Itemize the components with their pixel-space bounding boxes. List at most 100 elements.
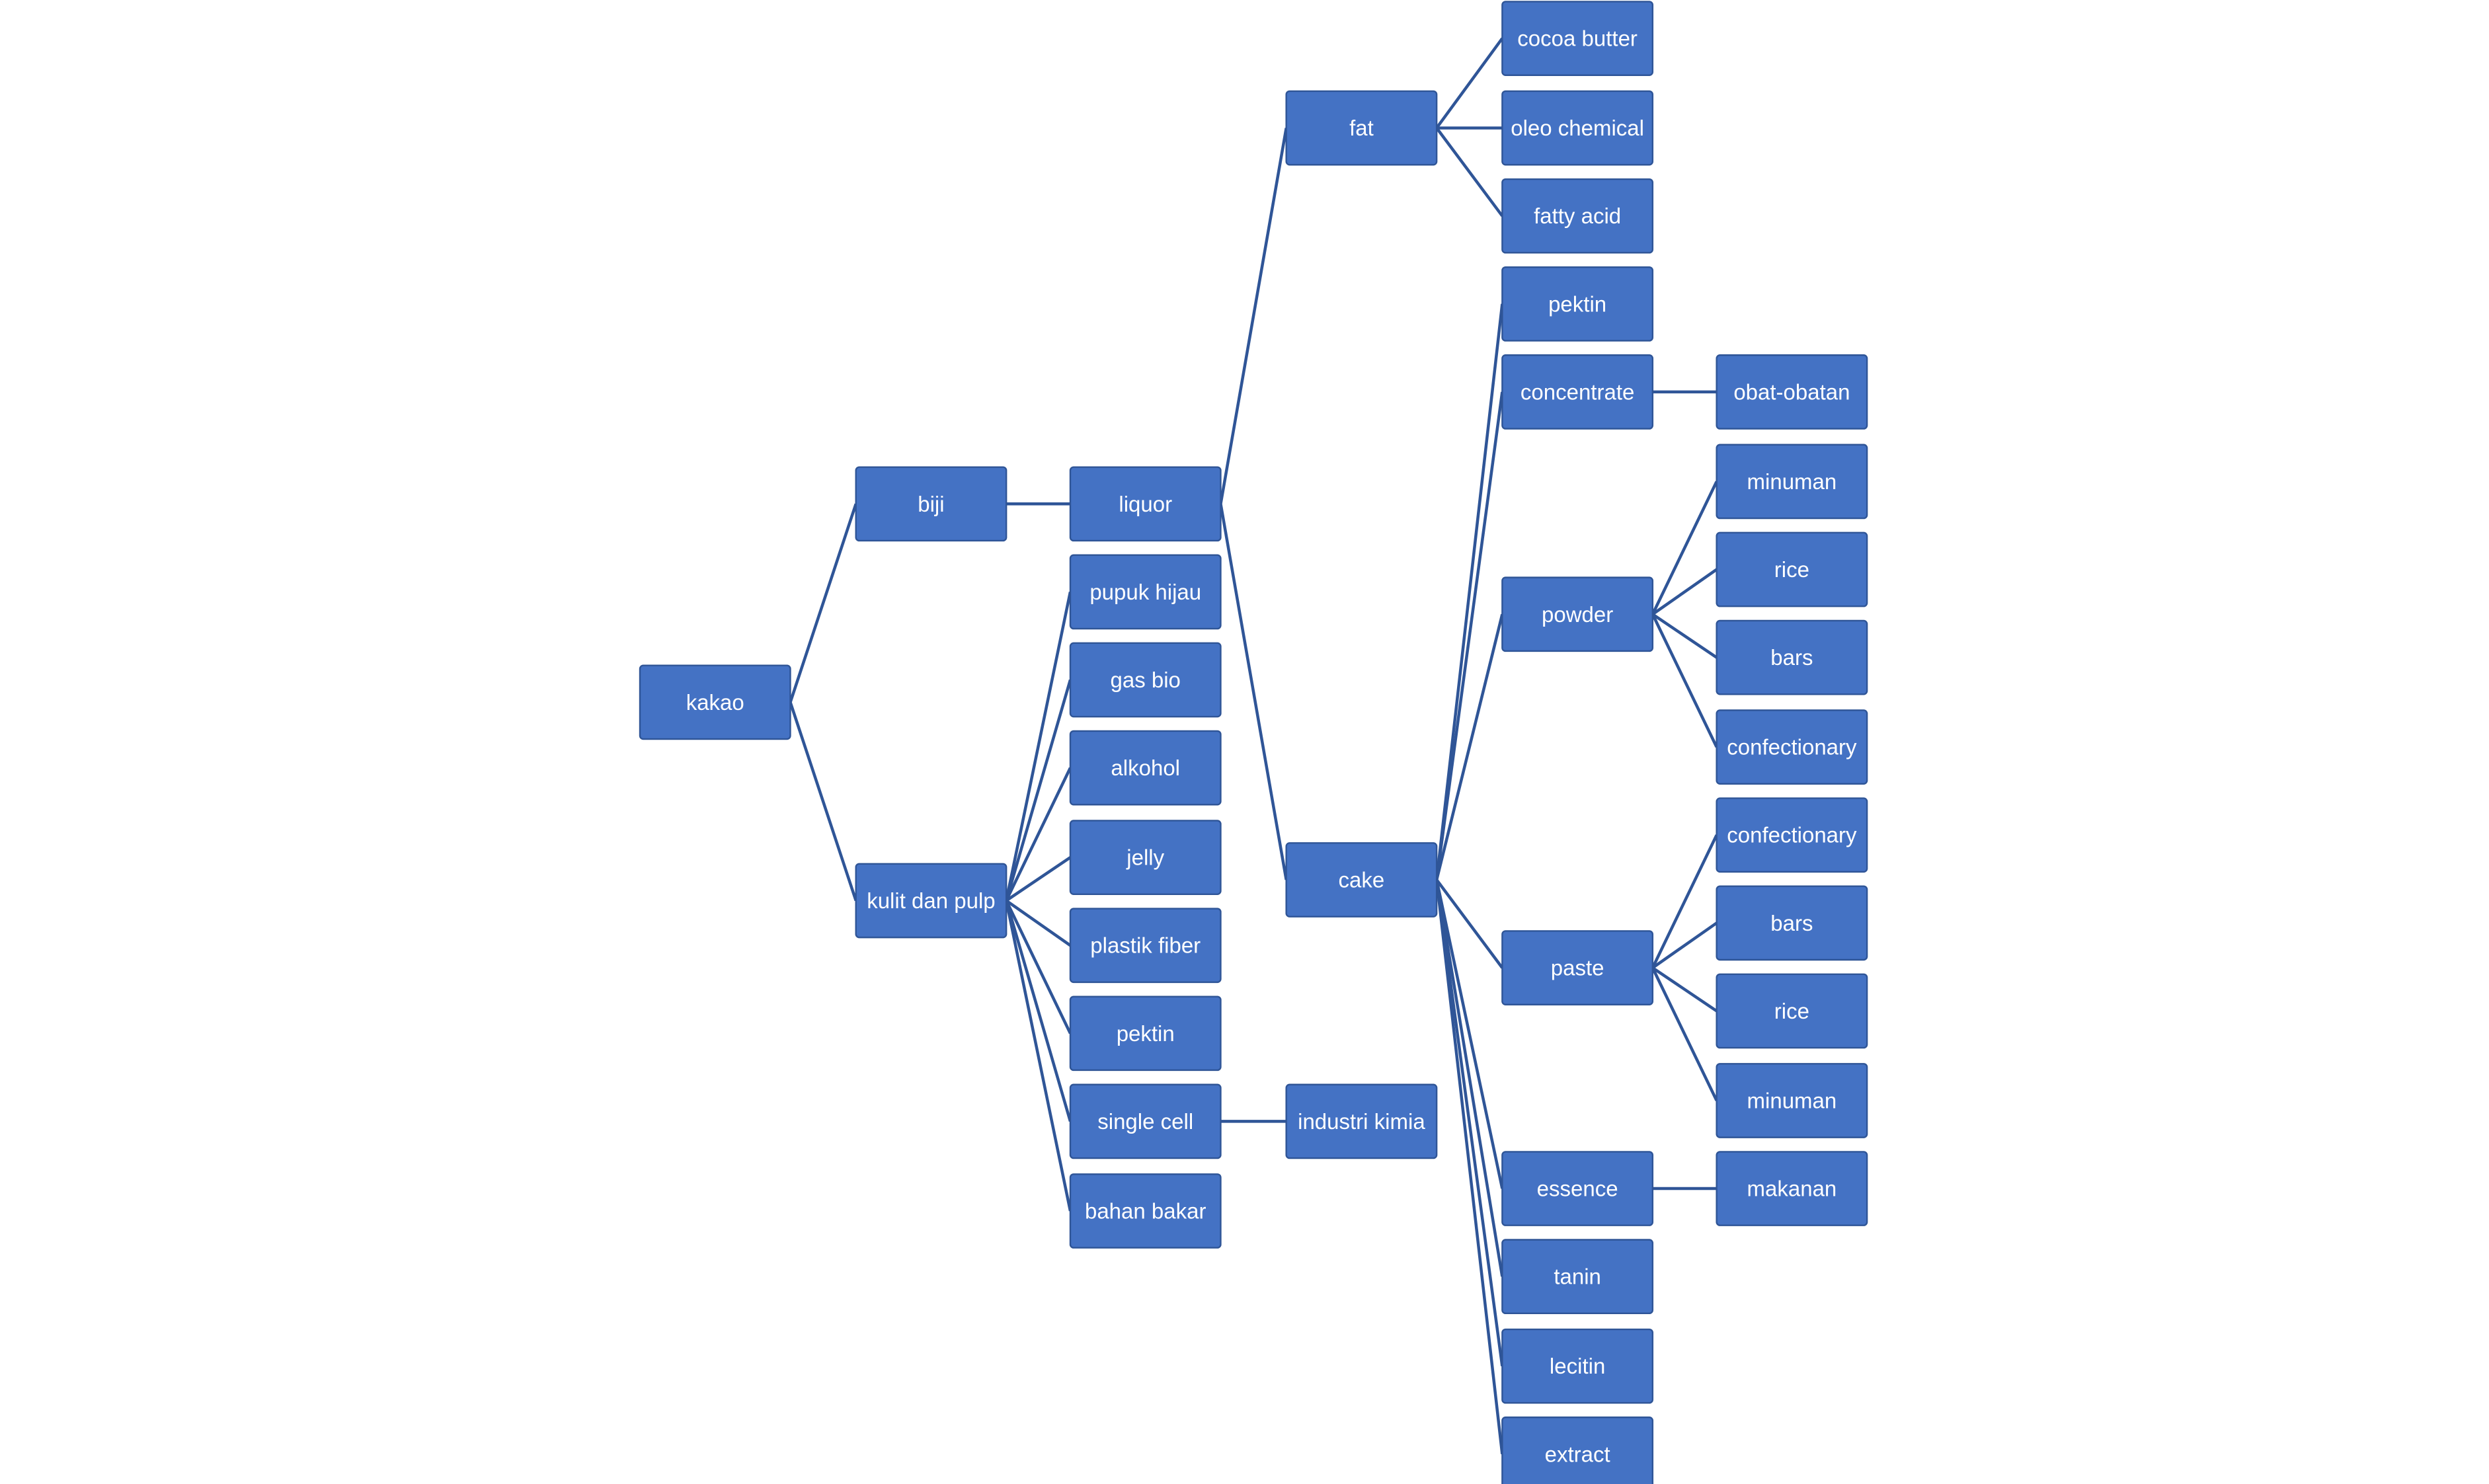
connector-kakao-biji bbox=[789, 503, 857, 703]
node-essence: essence bbox=[1501, 1151, 1654, 1226]
node-box bbox=[1501, 1, 1654, 76]
node-box bbox=[1069, 996, 1222, 1072]
node-fat: fat bbox=[1285, 90, 1438, 166]
node-box bbox=[1716, 709, 1868, 785]
node-box bbox=[1501, 1239, 1654, 1315]
node-pektin2: pektin bbox=[1501, 266, 1654, 342]
node-kakao: kakao bbox=[639, 664, 791, 740]
connector-powder-bars1 bbox=[1651, 613, 1718, 659]
connector-paste-confectionary2 bbox=[1651, 834, 1718, 969]
connector-kulit-alkohol bbox=[1005, 767, 1072, 902]
connector-cake-concentrate bbox=[1435, 391, 1504, 880]
node-label: confectionary bbox=[1727, 823, 1857, 847]
node-liquor: liquor bbox=[1069, 466, 1222, 542]
connector-kulit-pektin1 bbox=[1005, 900, 1072, 1035]
connector-powder-rice1 bbox=[1651, 568, 1718, 616]
node-label: confectionary bbox=[1727, 735, 1857, 760]
node-label: bars bbox=[1770, 911, 1813, 935]
node-label: bars bbox=[1770, 645, 1813, 670]
node-singlecell: single cell bbox=[1069, 1083, 1222, 1159]
connector-paste-minuman2 bbox=[1651, 967, 1718, 1101]
node-box bbox=[1501, 1328, 1654, 1404]
node-box bbox=[1716, 973, 1868, 1049]
connectors bbox=[789, 37, 1718, 1455]
node-box bbox=[1069, 466, 1222, 542]
node-plastik: plastik fiber bbox=[1069, 908, 1222, 984]
node-label: biji bbox=[918, 492, 944, 516]
node-label: makanan bbox=[1747, 1177, 1837, 1201]
node-bars1: bars bbox=[1716, 619, 1868, 695]
node-box bbox=[1716, 444, 1868, 520]
node-box bbox=[1069, 730, 1222, 806]
node-box bbox=[855, 466, 1007, 542]
node-label: cocoa butter bbox=[1517, 26, 1638, 51]
node-label: minuman bbox=[1747, 469, 1837, 494]
node-box bbox=[855, 863, 1007, 939]
node-label: essence bbox=[1537, 1177, 1618, 1201]
node-cake: cake bbox=[1285, 842, 1438, 918]
connector-liquor-fat bbox=[1219, 128, 1288, 504]
node-label: powder bbox=[1542, 602, 1613, 627]
node-concentrate: concentrate bbox=[1501, 354, 1654, 430]
node-label: concentrate bbox=[1521, 379, 1634, 404]
connector-powder-confectionary1 bbox=[1651, 613, 1718, 748]
node-box bbox=[1716, 354, 1868, 430]
node-confectionary1: confectionary bbox=[1716, 709, 1868, 785]
node-label: minuman bbox=[1747, 1088, 1837, 1113]
connector-cake-tanin bbox=[1435, 879, 1504, 1277]
node-label: extract bbox=[1545, 1442, 1610, 1466]
node-lecitin: lecitin bbox=[1501, 1328, 1654, 1404]
connector-kulit-bahanbakar bbox=[1004, 900, 1072, 1212]
node-box bbox=[1716, 1151, 1868, 1226]
node-extract: extract bbox=[1501, 1416, 1654, 1484]
node-minuman1: minuman bbox=[1716, 444, 1868, 520]
node-box bbox=[1069, 820, 1222, 895]
node-confectionary2: confectionary bbox=[1716, 797, 1868, 873]
connector-cake-lecitin bbox=[1435, 879, 1504, 1366]
node-label: fatty acid bbox=[1534, 204, 1621, 228]
node-rice2: rice bbox=[1716, 973, 1868, 1049]
node-box bbox=[1501, 178, 1654, 254]
node-label: paste bbox=[1551, 956, 1604, 980]
connector-kulit-plastik bbox=[1005, 899, 1072, 947]
node-box bbox=[1716, 797, 1868, 873]
node-label: lecitin bbox=[1550, 1354, 1605, 1378]
node-label: bahan bakar bbox=[1085, 1198, 1206, 1223]
node-paste: paste bbox=[1501, 930, 1654, 1005]
node-box bbox=[639, 664, 791, 740]
node-industri: industri kimia bbox=[1285, 1083, 1438, 1159]
node-jelly: jelly bbox=[1069, 820, 1222, 895]
node-powder: powder bbox=[1501, 576, 1654, 652]
node-tanin: tanin bbox=[1501, 1239, 1654, 1315]
node-obat: obat-obatan bbox=[1716, 354, 1868, 430]
connector-kulit-pupuk bbox=[1004, 591, 1072, 901]
node-box bbox=[1501, 1416, 1654, 1484]
node-label: pektin bbox=[1117, 1021, 1175, 1046]
node-box bbox=[1501, 576, 1654, 652]
node-label: obat-obatan bbox=[1733, 379, 1850, 404]
connector-paste-rice2 bbox=[1651, 966, 1718, 1013]
node-box bbox=[1069, 642, 1222, 718]
node-label: cake bbox=[1339, 868, 1385, 892]
node-bars2: bars bbox=[1716, 885, 1868, 961]
connector-fat-fattyacid bbox=[1435, 127, 1504, 217]
node-box bbox=[1285, 1083, 1438, 1159]
connector-paste-bars2 bbox=[1651, 921, 1718, 969]
node-box bbox=[1716, 1063, 1868, 1138]
connector-cake-extract bbox=[1435, 879, 1504, 1455]
node-box bbox=[1716, 619, 1868, 695]
node-label: liquor bbox=[1119, 492, 1172, 516]
node-box bbox=[1716, 531, 1868, 607]
node-alkohol: alkohol bbox=[1069, 730, 1222, 806]
node-box bbox=[1501, 354, 1654, 430]
node-kulit: kulit dan pulp bbox=[855, 863, 1007, 939]
node-label: jelly bbox=[1126, 845, 1164, 870]
node-label: rice bbox=[1774, 557, 1809, 582]
node-label: rice bbox=[1774, 999, 1809, 1023]
node-label: single cell bbox=[1097, 1109, 1193, 1134]
node-pupuk: pupuk hijau bbox=[1069, 554, 1222, 630]
node-box bbox=[1069, 1173, 1222, 1249]
connector-fat-cocoabutter bbox=[1435, 37, 1504, 129]
node-rice1: rice bbox=[1716, 531, 1868, 607]
node-box bbox=[1069, 1083, 1222, 1159]
